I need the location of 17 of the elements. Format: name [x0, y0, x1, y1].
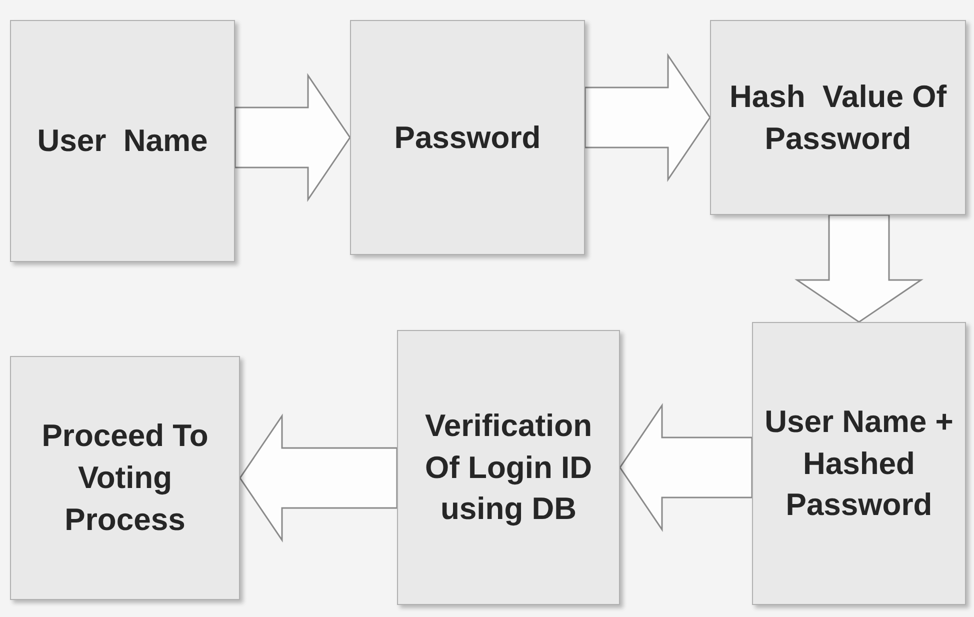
- box-text: Password: [394, 118, 541, 157]
- box-text: Verification Of Login ID using DB: [424, 406, 594, 528]
- block-arrow: [794, 214, 924, 323]
- process-box: [752, 322, 966, 605]
- process-box: [397, 330, 620, 605]
- process-box: [350, 20, 585, 255]
- block-arrow: [584, 53, 711, 182]
- block-arrow: [239, 414, 398, 542]
- box-text: User Name: [37, 122, 208, 160]
- process-box: [10, 20, 235, 262]
- process-box: [710, 20, 966, 215]
- box-text: Hash Value Of Password: [728, 78, 948, 158]
- process-box: [10, 356, 240, 600]
- box-text: Proceed To Voting Process: [40, 417, 210, 539]
- block-arrow: [234, 73, 351, 202]
- box-text: User Name + Hashed Password: [764, 402, 954, 524]
- block-arrow: [619, 403, 753, 532]
